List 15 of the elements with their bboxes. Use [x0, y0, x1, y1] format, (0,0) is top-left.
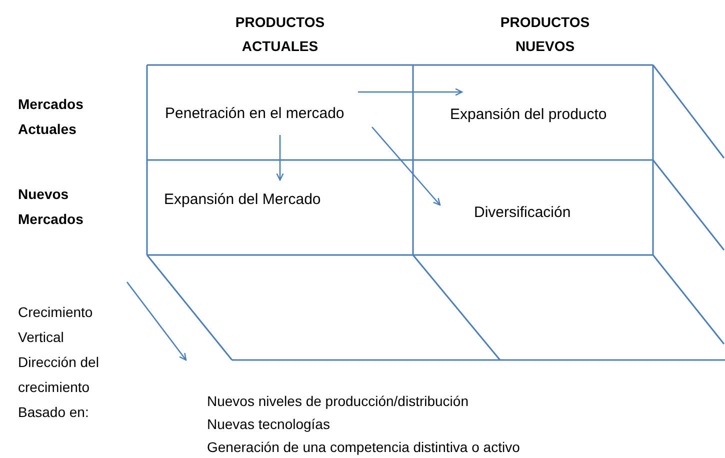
column-header: PRODUCTOS ACTUALES: [234, 13, 326, 56]
arrow: [372, 126, 441, 206]
list-item: Nuevas tecnologías: [207, 415, 331, 434]
column-header: PRODUCTOS NUEVOS: [499, 13, 591, 56]
arrow: [358, 88, 463, 96]
row-header: Mercados Actuales: [18, 95, 84, 139]
cell-text: Diversificación: [474, 204, 571, 221]
row-header: Nuevos Mercados: [18, 185, 84, 229]
list-item: Generación de una competencia distintiva o activo: [207, 438, 521, 457]
arrow: [276, 135, 284, 181]
list-item: Nuevos niveles de producción/distribución: [207, 392, 470, 411]
cell-text: Expansión del producto: [450, 106, 607, 123]
cell-text: Penetración en el mercado: [165, 105, 344, 122]
cell-text: Expansión del Mercado: [164, 191, 321, 208]
side-note: Crecimiento Vertical Dirección del crecimiento Basado en:: [18, 303, 100, 422]
